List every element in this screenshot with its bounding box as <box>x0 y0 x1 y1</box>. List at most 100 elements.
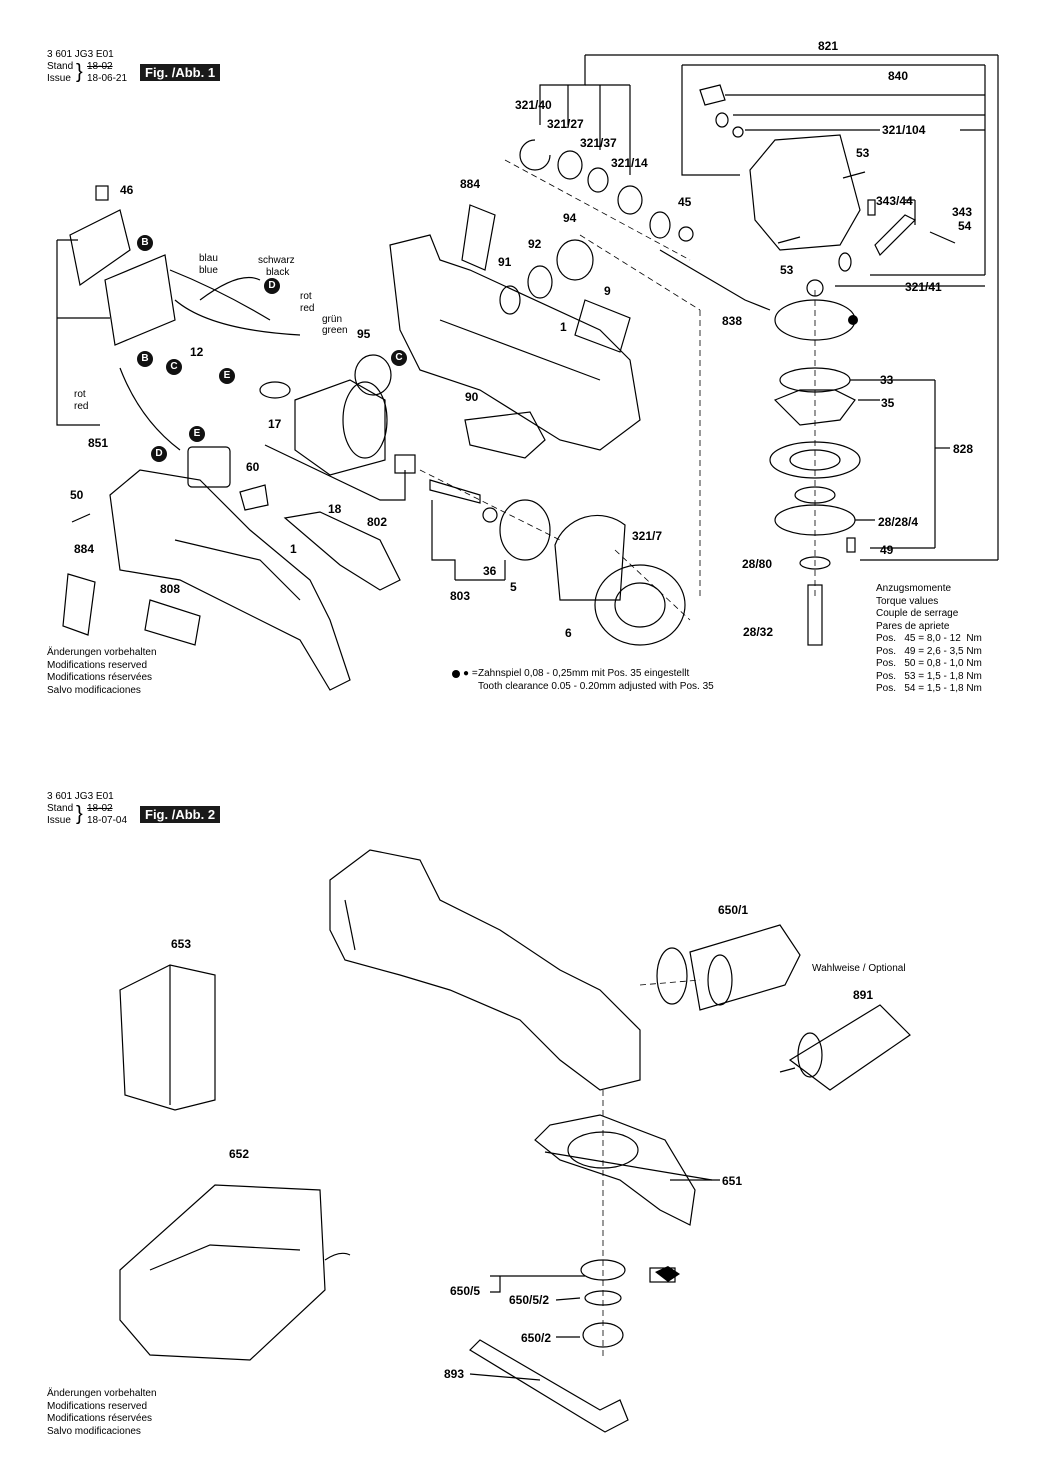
connector-marker: B <box>137 235 153 251</box>
torque-heading-fr: Couple de serrage <box>876 608 959 619</box>
connector-marker: C <box>166 359 182 375</box>
doc-number: 3 601 JG3 E01 <box>47 791 114 802</box>
notice-es: Salvo modificaciones <box>47 1425 141 1437</box>
stand-label: Stand <box>47 803 74 814</box>
wire-label: green <box>322 325 348 336</box>
issue-date: 18-06-21 <box>87 73 128 84</box>
notice-fr: Modifications réservées <box>47 1413 153 1424</box>
part-label: 6 <box>565 626 572 640</box>
part-label: 321/27 <box>547 117 584 131</box>
torque-row: Pos. 45 = 8,0 - 12 Nm <box>876 633 982 644</box>
part-label: 60 <box>246 460 260 474</box>
part-label: 893 <box>444 1367 465 1381</box>
part-label: 884 <box>460 177 481 191</box>
part-label: 5 <box>510 580 517 594</box>
part-label: 28/32 <box>743 625 774 639</box>
notice-fr: Modifications réservées <box>47 672 153 683</box>
notice-en: Modifications reserved <box>47 659 148 671</box>
part-label: 321/104 <box>882 123 926 137</box>
brace-icon: } <box>76 61 83 83</box>
part-label: 851 <box>88 436 109 450</box>
issue-label: Issue <box>47 73 71 84</box>
part-label: 321/7 <box>632 529 663 543</box>
part-label: 650/1 <box>718 903 749 917</box>
wire-label: grün <box>322 314 343 325</box>
torque-row: Pos. 53 = 1,5 - 1,8 Nm <box>876 670 982 682</box>
part-label: 50 <box>70 488 84 502</box>
connector-marker: D <box>264 278 280 294</box>
note-symbol: ● = <box>463 668 478 679</box>
wire-label: rot <box>300 291 312 302</box>
part-label: 53 <box>856 146 870 160</box>
optional-note: Wahlweise / Optional <box>812 963 906 974</box>
torque-heading-de: Anzugsmomente <box>876 583 952 594</box>
wire-label: blau <box>199 253 218 264</box>
adjust-bullet-icon <box>848 315 858 325</box>
wire-label: schwarz <box>258 255 295 266</box>
torque-row: Pos. 50 = 0,8 - 1,0 Nm <box>876 658 982 669</box>
part-label: 36 <box>483 564 497 578</box>
part-label: 838 <box>722 314 743 328</box>
note-bullet-icon <box>452 670 460 678</box>
part-label: 650/5 <box>450 1284 481 1298</box>
note-line-de: Zahnspiel 0,08 - 0,25mm mit Pos. 35 eing… <box>478 668 690 679</box>
part-label: 884 <box>74 542 95 556</box>
part-label: 821 <box>818 39 839 53</box>
part-label: 90 <box>465 390 479 404</box>
part-label: 49 <box>880 543 894 557</box>
figure-label: Fig. /Abb. 1 <box>140 64 221 81</box>
part-label: 650/5/2 <box>509 1293 550 1307</box>
part-label: 891 <box>853 988 874 1002</box>
modifications-notice: Änderungen vorbehalten Modifications res… <box>47 1388 157 1438</box>
notice-es: Salvo modificaciones <box>47 684 141 696</box>
part-label: 343/44 <box>876 194 913 208</box>
part-label: 652 <box>229 1147 250 1161</box>
part-label: 840 <box>888 69 909 83</box>
wire-label: red <box>300 303 315 314</box>
torque-heading-en: Torque values <box>876 595 939 607</box>
note-line-en: Tooth clearance 0.05 - 0.20mm adjusted w… <box>478 681 714 692</box>
connector-marker: C <box>391 350 407 366</box>
part-label: 92 <box>528 237 542 251</box>
part-label: 321/40 <box>515 98 552 112</box>
part-label: 650/2 <box>521 1331 552 1345</box>
torque-table: Anzugsmomente Torque values Couple de se… <box>876 583 982 696</box>
doc-number: 3 601 JG3 E01 <box>47 49 114 60</box>
connector-marker: B <box>137 351 153 367</box>
modifications-notice: Änderungen vorbehalten Modifications res… <box>47 647 157 697</box>
part-label: 343 <box>952 205 973 219</box>
part-label: 17 <box>268 417 282 431</box>
notice-en: Modifications reserved <box>47 1400 148 1412</box>
part-label: 808 <box>160 582 181 596</box>
part-label: 45 <box>678 195 692 209</box>
part-label: 28/80 <box>742 557 773 571</box>
wire-label: blue <box>199 265 218 276</box>
part-label: 95 <box>357 327 371 341</box>
part-label: 653 <box>171 937 192 951</box>
notice-de: Änderungen vorbehalten <box>47 647 157 658</box>
part-label: 18 <box>328 502 342 516</box>
stand-label: Stand <box>47 61 74 72</box>
stand-old: 18-02 <box>87 61 113 72</box>
part-label: 35 <box>881 396 895 410</box>
part-label: 28/28/4 <box>878 515 919 529</box>
connector-marker: E <box>189 426 205 442</box>
part-label: 53 <box>780 263 794 277</box>
part-label: 651 <box>722 1174 743 1188</box>
wire-label: red <box>74 401 89 412</box>
issue-label: Issue <box>47 815 71 826</box>
part-label: 321/37 <box>580 136 617 150</box>
brace-icon: } <box>76 803 83 825</box>
part-label: 46 <box>120 183 134 197</box>
torque-row: Pos. 49 = 2,6 - 3,5 Nm <box>876 645 982 657</box>
issue-date: 18-07-04 <box>87 815 128 826</box>
part-label: 802 <box>367 515 388 529</box>
torque-heading-es: Pares de apriete <box>876 620 950 632</box>
part-label: 12 <box>190 345 204 359</box>
part-label: 1 <box>290 542 297 556</box>
stand-old: 18-02 <box>87 803 113 814</box>
wire-label: rot <box>74 389 86 400</box>
part-label: 828 <box>953 442 974 456</box>
part-label: 33 <box>880 373 894 387</box>
